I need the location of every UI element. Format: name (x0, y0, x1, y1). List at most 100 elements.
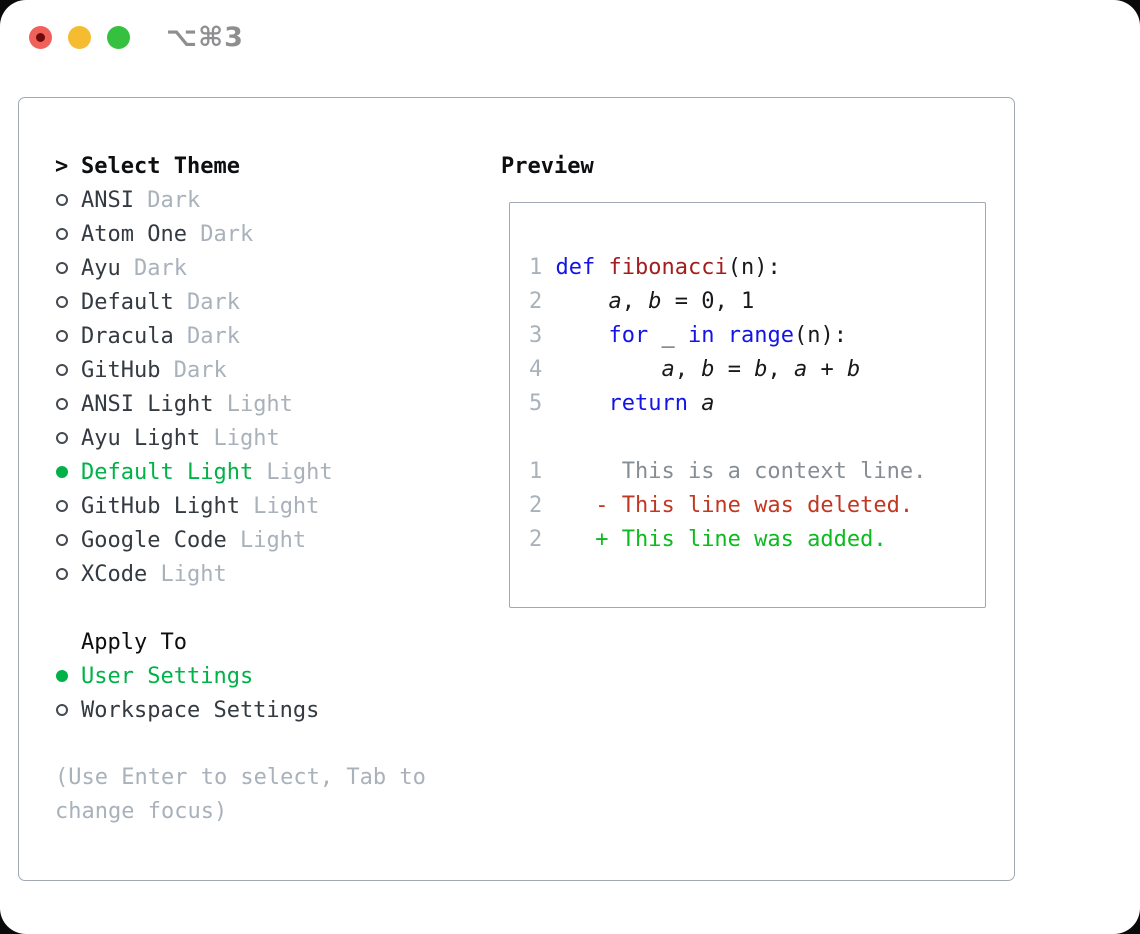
radio-marker (55, 466, 81, 478)
radio-selected-icon (56, 466, 68, 478)
diff-text: This is a context line. (542, 459, 927, 484)
theme-option-ayu-light-light[interactable]: Ayu Light Light (55, 421, 485, 455)
code-token-plain (556, 357, 662, 382)
radio-unselected-icon (56, 398, 68, 410)
line-number: 1 (529, 459, 543, 484)
radio-marker (55, 364, 81, 376)
radio-selected-icon (56, 670, 68, 682)
apply-option-label: Workspace Settings (81, 697, 320, 723)
theme-variant: Dark (173, 323, 240, 349)
preview-title: Preview (501, 153, 594, 179)
code-token-plain: (n): (793, 323, 847, 348)
hint-text: (Use Enter to select, Tab to change focu… (55, 765, 440, 824)
theme-option-atom-one-dark[interactable]: Atom One Dark (55, 217, 485, 251)
apply-option-user-settings[interactable]: User Settings (55, 659, 485, 693)
code-line: 1 def fibonacci(n): (529, 251, 985, 285)
code-line: 5 return a (529, 387, 985, 421)
code-token-plain: + (807, 357, 847, 382)
theme-name: Ayu Light (81, 425, 201, 451)
theme-variant: Dark (120, 255, 187, 281)
apply-option-label: User Settings (81, 663, 254, 689)
theme-name: Default Light (81, 459, 254, 485)
theme-option-ayu-dark[interactable]: Ayu Dark (55, 251, 485, 285)
code-token-plain: _ (648, 323, 688, 348)
apply-to-header-label: Apply To (81, 629, 187, 655)
radio-marker (55, 500, 81, 512)
theme-name: Ayu (81, 255, 121, 281)
radio-unselected-icon (56, 330, 68, 342)
diff-line-context: 1 This is a context line. (529, 455, 985, 489)
theme-name: ANSI Light (81, 391, 214, 417)
theme-variant: Light (226, 527, 307, 553)
radio-marker (55, 704, 81, 716)
line-number: 3 (529, 323, 556, 348)
code-token-variable: a (661, 357, 675, 382)
theme-variant: Dark (173, 289, 240, 315)
apply-option-workspace-settings[interactable]: Workspace Settings (55, 693, 485, 727)
theme-name: GitHub Light (81, 493, 240, 519)
radio-unselected-icon (56, 568, 68, 580)
code-token-plain: , (674, 357, 702, 382)
radio-unselected-icon (56, 296, 68, 308)
theme-variant: Dark (160, 357, 227, 383)
theme-variant: Light (253, 459, 333, 485)
radio-unselected-icon (56, 364, 68, 376)
theme-name: GitHub (81, 357, 161, 383)
apply-to-header: Apply To (55, 625, 485, 659)
radio-marker (55, 228, 81, 240)
radio-unselected-icon (56, 534, 68, 546)
code-token-keyword: range (727, 323, 794, 348)
theme-list-header: >Select Theme (55, 149, 485, 183)
code-line: 2 a, b = 0, 1 (529, 285, 985, 319)
code-token-variable: a (793, 357, 808, 382)
theme-option-google-code-light[interactable]: Google Code Light (55, 523, 485, 557)
radio-marker (55, 534, 81, 546)
close-button-dot-icon (36, 33, 45, 42)
diff-text: - This line was deleted. (542, 493, 914, 518)
diff-line-deleted: 2 - This line was deleted. (529, 489, 985, 523)
theme-option-github-light-light[interactable]: GitHub Light Light (55, 489, 485, 523)
code-token-plain: = 0, 1 (661, 289, 755, 314)
line-number: 2 (529, 493, 543, 518)
theme-option-github-dark[interactable]: GitHub Dark (55, 353, 485, 387)
code-token-plain (714, 323, 727, 348)
code-token-variable: b (754, 357, 768, 382)
theme-option-ansi-light-light[interactable]: ANSI Light Light (55, 387, 485, 421)
code-token-keyword: return (608, 391, 688, 416)
spacer (55, 591, 485, 625)
theme-name: ANSI (81, 187, 134, 213)
theme-option-ansi-dark[interactable]: ANSI Dark (55, 183, 485, 217)
code-token-plain (556, 323, 609, 348)
minimize-button[interactable] (68, 26, 91, 49)
theme-variant: Light (239, 493, 320, 519)
code-token-variable: a (701, 391, 715, 416)
theme-option-default-dark[interactable]: Default Dark (55, 285, 485, 319)
prompt-icon: > (55, 153, 69, 179)
theme-option-xcode-light[interactable]: XCode Light (55, 557, 485, 591)
theme-name: XCode (81, 561, 148, 587)
theme-name: Atom One (81, 221, 187, 247)
code-token-plain (556, 391, 609, 416)
close-button[interactable] (29, 26, 52, 49)
line-number: 2 (529, 289, 556, 314)
line-number: 2 (529, 527, 543, 552)
radio-unselected-icon (56, 704, 68, 716)
code-token-function: fibonacci (608, 255, 728, 280)
code-token-keyword: def (555, 255, 596, 280)
radio-marker (55, 330, 81, 342)
spacer (55, 727, 485, 761)
radio-marker (55, 568, 81, 580)
code-line: 4 a, b = b, a + b (529, 353, 985, 387)
zoom-button[interactable] (107, 26, 130, 49)
theme-option-default-light-light[interactable]: Default Light Light (55, 455, 485, 489)
code-token-variable: b (846, 357, 861, 382)
code-token-plain (688, 391, 701, 416)
prompt-marker: > (55, 154, 81, 179)
radio-marker (55, 432, 81, 444)
theme-variant: Dark (133, 187, 201, 213)
theme-option-dracula-dark[interactable]: Dracula Dark (55, 319, 485, 353)
theme-variant: Light (200, 425, 280, 451)
